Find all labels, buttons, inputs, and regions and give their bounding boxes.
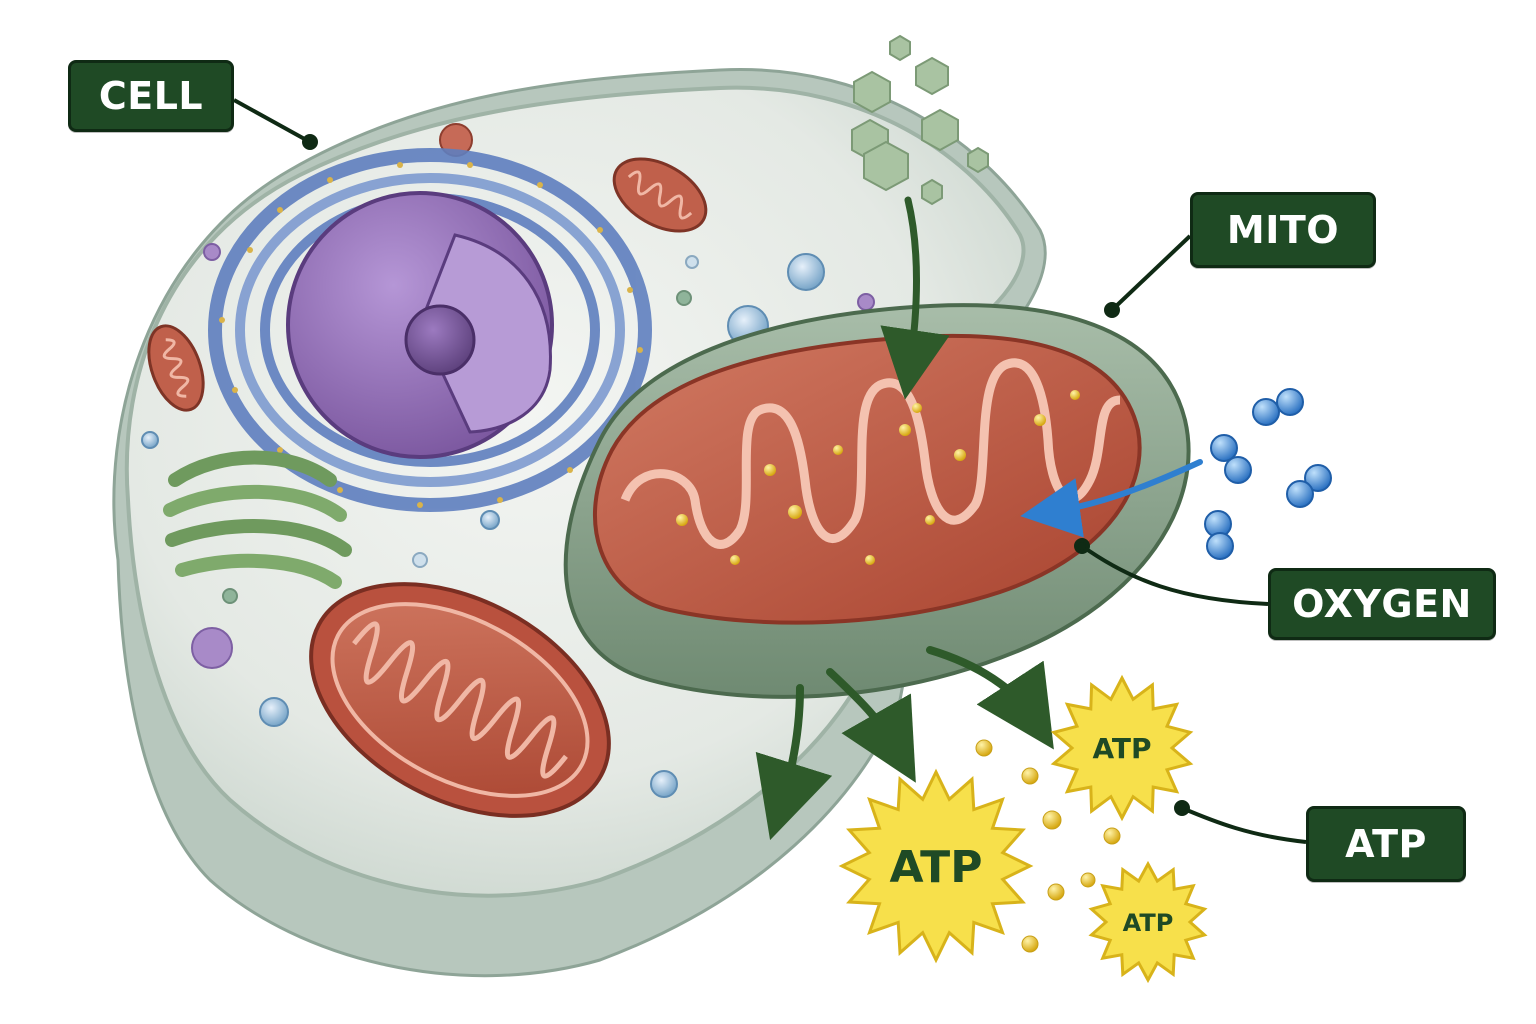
- arrows: [755, 196, 1203, 841]
- golgi-apparatus: [163, 450, 352, 589]
- vesicle: [259, 697, 289, 727]
- vesicle: [480, 510, 500, 530]
- atp-burst: ATP: [1088, 860, 1208, 984]
- oxygen-atom: [1286, 480, 1314, 508]
- mitochondrion-lower: [309, 582, 611, 818]
- atp-burst-label: ATP: [1123, 909, 1174, 937]
- mito-leader: [1110, 234, 1192, 312]
- vesicle: [412, 552, 428, 568]
- vesicle: [141, 431, 159, 449]
- nucleus: [286, 191, 554, 459]
- atp-energy-dots: [975, 739, 1121, 953]
- mito-cristae: [620, 358, 1121, 549]
- nucleus-cutaway: [418, 233, 552, 434]
- oxygen-atom: [1210, 434, 1238, 462]
- atp-label: ATP: [1306, 806, 1466, 882]
- glucose-hexagon: [853, 70, 891, 114]
- oxygen-molecules: [1204, 388, 1332, 560]
- cell-label: CELL: [68, 60, 234, 132]
- vesicle: [685, 255, 699, 269]
- atp-burst: ATP: [1050, 674, 1194, 822]
- glucose-molecules: [851, 34, 989, 206]
- vesicle: [676, 290, 692, 306]
- atp-arrow: [826, 668, 916, 783]
- mito-label: MITO: [1190, 192, 1376, 268]
- vesicle: [787, 253, 825, 291]
- vesicle: [650, 770, 678, 798]
- leader-lines: [233, 98, 1307, 844]
- oxygen-atom: [1304, 464, 1332, 492]
- glucose-hexagon: [889, 34, 911, 62]
- atp-leader: [1181, 806, 1307, 844]
- glucose-hexagon: [967, 146, 989, 174]
- vesicle: [857, 293, 875, 311]
- glucose-hexagon: [915, 56, 949, 96]
- mito-matrix-granules: [676, 390, 1080, 565]
- cell-leader: [233, 98, 311, 144]
- atp-burst: ATP: [838, 768, 1034, 964]
- oxygen-atom: [1206, 532, 1234, 560]
- mito-inner-chamber: [592, 333, 1142, 625]
- glucose-arrow: [880, 196, 950, 400]
- mitochondrion-main: [563, 303, 1191, 699]
- nucleolus: [404, 304, 476, 376]
- oxygen-label: OXYGEN: [1268, 568, 1496, 640]
- vesicle: [191, 627, 233, 669]
- small-mitochondrion: [612, 157, 708, 233]
- atp-burst-label: ATP: [1092, 732, 1151, 765]
- oxygen-arrow: [1020, 459, 1203, 538]
- atp-burst-label: ATP: [890, 842, 983, 893]
- oxygen-atom: [1224, 456, 1252, 484]
- small-mitochondrion: [147, 324, 205, 412]
- vesicle: [222, 588, 238, 604]
- glucose-hexagon: [921, 108, 959, 152]
- atp-arrow: [926, 646, 1054, 750]
- oxygen-atom: [1276, 388, 1304, 416]
- glucose-hexagon: [863, 140, 909, 192]
- vesicle: [203, 243, 221, 261]
- glucose-hexagon: [921, 178, 943, 206]
- oxygen-leader: [1080, 544, 1269, 606]
- oxygen-atom: [1252, 398, 1280, 426]
- atp-arrow: [755, 684, 833, 841]
